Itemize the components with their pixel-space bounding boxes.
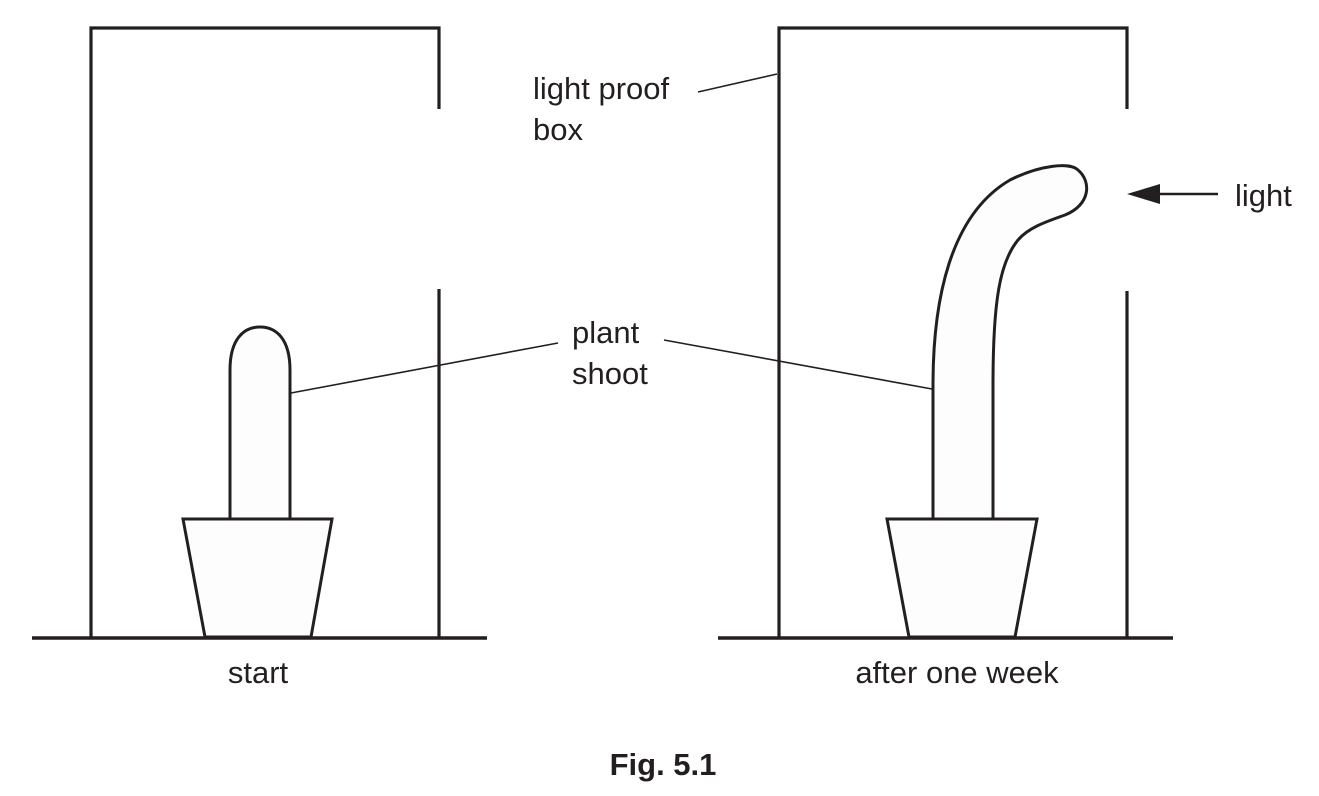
panel-label-start: start — [228, 655, 289, 690]
shoot-leader-line-after — [663, 339, 933, 390]
plant-pot-after — [885, 517, 1039, 639]
label-light: light — [1127, 178, 1292, 213]
shoot-label-line-2: shoot — [572, 356, 648, 391]
plant-pot-start — [181, 517, 334, 639]
plant-shoot-start — [228, 325, 292, 521]
box-label-line-2: box — [533, 112, 583, 147]
light-proof-box-after — [777, 26, 1129, 638]
light-label: light — [1235, 178, 1292, 213]
panel-start: start — [32, 26, 487, 690]
panel-label-after: after one week — [855, 655, 1059, 690]
figure-caption: Fig. 5.1 — [610, 747, 717, 782]
left-arrow-icon — [1127, 184, 1218, 204]
box-label-line-1: light proof — [533, 71, 670, 106]
label-plant-shoot: plant shoot — [290, 315, 933, 394]
label-light-proof-box: light proof box — [533, 71, 778, 147]
shoot-leader-line-start — [290, 342, 559, 394]
panel-after: after one week — [718, 26, 1173, 690]
light-proof-box-start — [89, 26, 441, 638]
plant-shoot-after — [931, 164, 1089, 521]
box-leader-line — [697, 73, 778, 93]
shoot-label-line-1: plant — [572, 315, 640, 350]
